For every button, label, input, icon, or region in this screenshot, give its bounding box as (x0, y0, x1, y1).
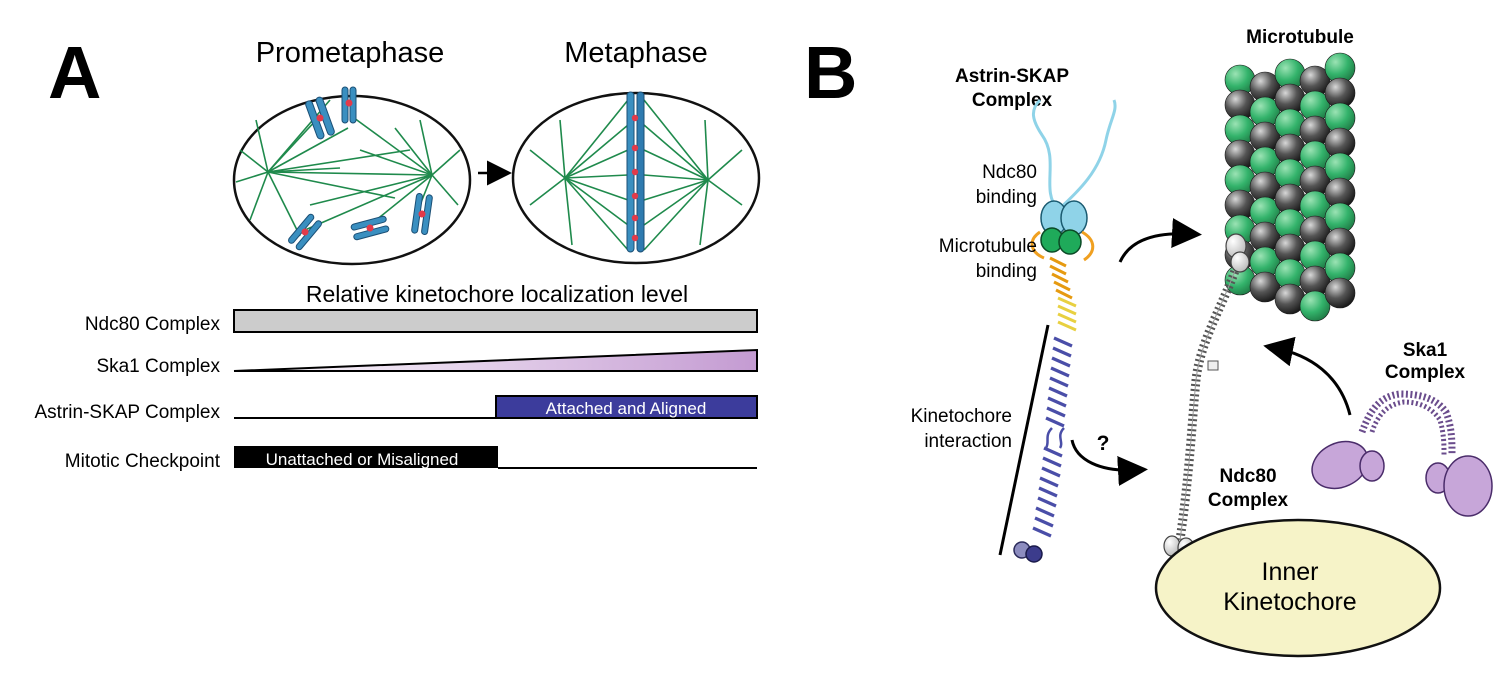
astrin-terminal-right (1025, 545, 1043, 563)
ska1-complex (1311, 390, 1493, 517)
panel-b-label: B (804, 31, 857, 114)
metaphase-chromosomes (626, 91, 645, 253)
skap-arm-left (1030, 230, 1045, 260)
kinetochore-interaction-line1: Kinetochore (911, 406, 1012, 427)
ska1-domain (1359, 450, 1385, 482)
prometaphase-cell (232, 86, 472, 266)
astrin-tail-left (1032, 98, 1060, 212)
metaphase-spindle (529, 99, 743, 251)
panel-a-label: A (48, 31, 101, 114)
prometaphase-title: Prometaphase (256, 37, 445, 69)
ndc80-binding-line2: binding (976, 187, 1037, 208)
skap-coil (1049, 256, 1073, 300)
checkpoint-bar (234, 446, 498, 468)
skap-coil-yellow (1057, 296, 1077, 332)
metaphase-cell (511, 91, 761, 265)
ndc80-title-line1: Ndc80 (1219, 466, 1276, 487)
ska1-ramp (233, 348, 758, 372)
mt-binding-line2: binding (976, 261, 1037, 282)
astrin-tail-right (1056, 99, 1117, 212)
checkpoint-bar-text: Unattached or Misaligned (266, 450, 459, 469)
ndc80-title-line2: Complex (1208, 490, 1289, 511)
row-label-ndc80: Ndc80 Complex (85, 314, 221, 335)
mt-binding-line1: Microtubule (939, 236, 1037, 257)
skap-arm-right (1081, 230, 1095, 262)
beta-tubulin (1324, 277, 1356, 309)
astrin-skap-complex (1013, 98, 1117, 563)
skap-head-right (1058, 229, 1082, 255)
beta-tubulin (1249, 271, 1281, 303)
astrin-coiled-coil (1032, 336, 1073, 538)
row-label-astrin: Astrin-SKAP Complex (35, 402, 221, 423)
ska1-to-microtubule-arrow (1263, 336, 1352, 416)
chromosome (411, 192, 433, 236)
localization-title: Relative kinetochore localization level (306, 281, 688, 307)
ndc80-complex (1163, 233, 1250, 559)
ndc80-rod-core (1179, 261, 1239, 541)
metaphase-cell-outline (511, 91, 761, 265)
ska1-coil (1369, 399, 1447, 456)
microtubule-title: Microtubule (1246, 27, 1354, 48)
astrin-to-ndc80-arrow (1070, 439, 1148, 486)
alpha-tubulin (1299, 290, 1331, 322)
ndc80-bar (233, 309, 758, 333)
ska1-domain (1443, 455, 1493, 517)
ska1-title-line2: Complex (1385, 362, 1466, 383)
ska1-coil (1358, 390, 1456, 456)
astrin-bar-text: Attached and Aligned (546, 399, 707, 418)
row-label-checkpoint: Mitotic Checkpoint (65, 451, 221, 472)
astrin-head-right (1060, 200, 1088, 236)
astrin-title-line1: Astrin-SKAP (955, 66, 1069, 87)
ndc80-head (1230, 251, 1250, 273)
chromosome (288, 213, 322, 251)
astrin-to-microtubule-arrow (1118, 218, 1202, 263)
astrin-bar (495, 395, 758, 419)
chromosome (350, 215, 390, 241)
inner-kinetochore-line2: Kinetochore (1223, 588, 1356, 616)
ndc80-loop (1207, 360, 1219, 371)
kinetochore-interaction-line2: interaction (924, 431, 1012, 452)
metaphase-title: Metaphase (564, 37, 708, 69)
row-label-ska1: Ska1 Complex (96, 356, 220, 377)
inner-kinetochore (1154, 518, 1442, 658)
inner-kinetochore-line1: Inner (1262, 558, 1319, 586)
chromosome (305, 96, 335, 140)
question-mark: ? (1097, 432, 1110, 455)
chromosome (341, 86, 357, 124)
astrin-title-line2: Complex (972, 90, 1053, 111)
kinetochore-interaction-bracket (998, 324, 1050, 556)
microtubule (1224, 52, 1356, 322)
ska1-title-line1: Ska1 (1403, 340, 1448, 361)
ndc80-binding-line1: Ndc80 (982, 162, 1037, 183)
prometaphase-chromosomes (288, 86, 433, 251)
prometaphase-spindle (235, 99, 461, 237)
